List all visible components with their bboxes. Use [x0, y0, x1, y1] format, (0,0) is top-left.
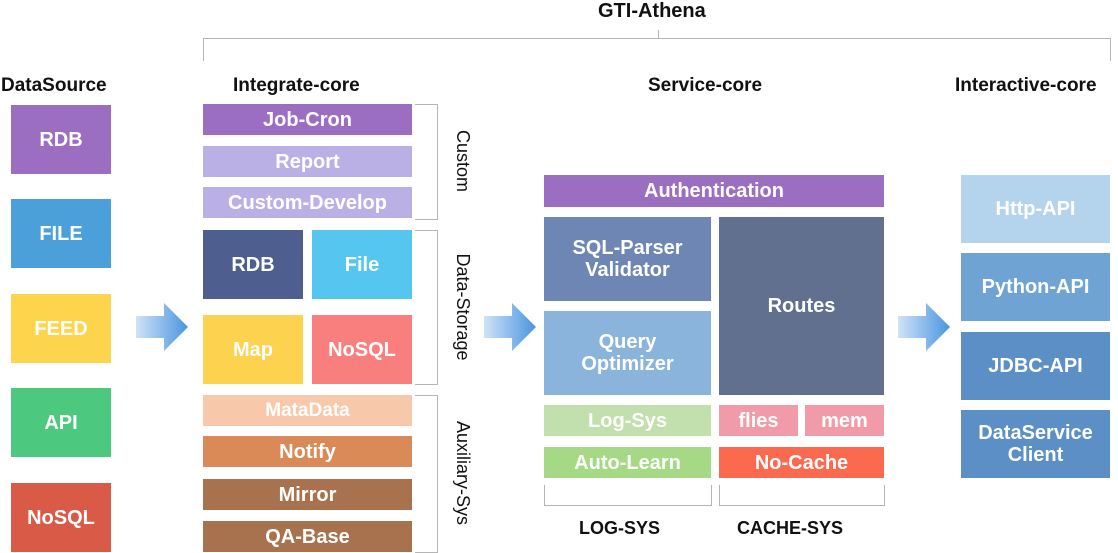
storage-file-box: File: [312, 230, 412, 299]
python-api-box: Python-API: [961, 253, 1110, 321]
title-bracket-tick: [658, 30, 659, 39]
datasource-nosql: NoSQL: [11, 483, 111, 552]
log-sys-label: LOG-SYS: [579, 518, 661, 538]
datasource-header: DataSource: [1, 75, 107, 96]
mem-box: mem: [805, 405, 884, 436]
log-sys-box: Log-Sys: [544, 405, 711, 436]
mirror-box: Mirror: [203, 479, 412, 510]
sql-parser-validator-box: SQL-Parser Validator: [544, 217, 711, 301]
routes-box: Routes: [719, 217, 884, 395]
http-api-box: Http-API: [961, 175, 1110, 243]
integrate-core-header: Integrate-core: [233, 75, 360, 96]
ds-line1: DataService: [978, 422, 1093, 444]
cache-sys-label: CACHE-SYS: [737, 518, 844, 538]
notify-box: Notify: [203, 436, 412, 467]
storage-rdb-box: RDB: [203, 230, 303, 299]
qa-base-box: QA-Base: [203, 521, 412, 552]
authentication-box: Authentication: [544, 175, 884, 207]
custom-bracket: [415, 104, 438, 220]
custom-label: Custom: [453, 129, 473, 192]
auxiliary-bracket: [415, 395, 438, 553]
title-bracket: [203, 38, 1111, 61]
auto-learn-box: Auto-Learn: [544, 447, 711, 478]
report-box: Report: [203, 146, 412, 177]
sql-parser-line2: Validator: [585, 259, 670, 281]
datasource-file: FILE: [11, 199, 111, 268]
query-line1: Query: [598, 331, 657, 353]
diagram-title: GTI-Athena: [598, 0, 706, 22]
matadata-box: MataData: [203, 395, 412, 426]
arrow-right-icon: [898, 303, 950, 351]
datasource-feed: FEED: [11, 294, 111, 363]
service-core-header: Service-core: [648, 75, 763, 96]
ds-line2: Client: [1007, 444, 1064, 466]
datasource-api: API: [11, 388, 111, 457]
dataservice-client-box: DataService Client: [961, 410, 1110, 478]
datasource-rdb: RDB: [11, 105, 111, 174]
cache-sys-bracket: [719, 485, 885, 506]
storage-map-box: Map: [203, 315, 303, 384]
data-storage-bracket: [415, 230, 438, 385]
jdbc-api-box: JDBC-API: [961, 332, 1110, 400]
query-optimizer-box: Query Optimizer: [544, 311, 711, 395]
log-sys-bracket: [544, 485, 712, 506]
custom-develop-box: Custom-Develop: [203, 187, 412, 218]
flies-box: flies: [719, 405, 798, 436]
job-cron-box: Job-Cron: [203, 104, 412, 135]
data-storage-label: Data-Storage: [453, 253, 473, 361]
arrow-right-icon: [484, 303, 536, 351]
arrow-right-icon: [136, 303, 188, 351]
query-line2: Optimizer: [581, 353, 674, 375]
sql-parser-line1: SQL-Parser: [572, 237, 683, 259]
no-cache-box: No-Cache: [719, 447, 884, 478]
storage-nosql-box: NoSQL: [312, 315, 412, 384]
interactive-core-header: Interactive-core: [955, 75, 1097, 96]
auxiliary-sys-label: Auxiliary-Sys: [453, 420, 473, 526]
